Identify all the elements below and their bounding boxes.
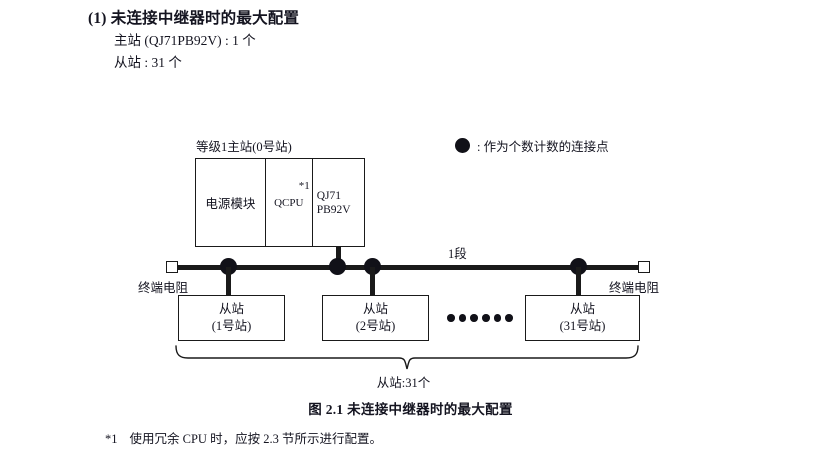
slave-station-2-title: 从站 <box>362 302 388 316</box>
module-qj71pb92v: QJ71 PB92V <box>313 159 364 246</box>
connection-dot-slave1 <box>220 258 237 275</box>
section-number: (1) <box>88 10 107 27</box>
drop-line-slave31 <box>576 267 581 296</box>
segment-label: 1段 <box>448 247 467 261</box>
footnote: *1 使用冗余 CPU 时，应按 2.3 节所示进行配置。 <box>105 428 382 447</box>
slave-count-text: 从站:31个 <box>376 376 431 390</box>
page-title: (1) 未连接中继器时的最大配置 <box>88 8 708 30</box>
module-power-supply: 电源模块 <box>196 159 266 246</box>
ellipsis-dot <box>482 314 490 322</box>
heading-block: (1) 未连接中继器时的最大配置 主站 (QJ71PB92V) : 1 个 从站… <box>88 8 708 74</box>
network-bus-line <box>168 264 650 270</box>
master-rack: 电源模块 QCPU *1 QJ71 PB92V <box>195 158 365 247</box>
module-qcpu: QCPU *1 <box>266 159 313 246</box>
terminating-resistor-right-label: 终端电阻 <box>609 281 660 295</box>
slave-station-31-number: (31号站) <box>559 319 606 333</box>
slave-station-1-number: (1号站) <box>211 319 252 333</box>
filled-circle-icon <box>455 138 470 153</box>
ellipsis-dot <box>458 314 467 322</box>
module-qj71pb92v-line1: QJ71 <box>316 189 342 202</box>
module-qcpu-label: QCPU <box>274 196 304 209</box>
connection-dot-slave31 <box>570 258 587 275</box>
slave-station-1-title: 从站 <box>218 302 244 316</box>
brace-icon <box>175 345 639 370</box>
terminating-resistor-left-icon <box>166 261 178 273</box>
ellipsis-dot <box>505 314 513 322</box>
ellipsis-dots-icon <box>447 314 513 322</box>
footnote-marker-1: *1 <box>298 180 310 192</box>
legend: : 作为个数计数的连接点 <box>455 136 609 155</box>
spec-line-master: 主站 (QJ71PB92V) : 1 个 <box>114 33 256 48</box>
slave-count-label: 从站:31个 <box>0 372 821 391</box>
legend-text: : 作为个数计数的连接点 <box>477 140 609 154</box>
drop-line-slave1 <box>226 267 231 296</box>
footnote-text: 使用冗余 CPU 时，应按 2.3 节所示进行配置。 <box>129 432 382 446</box>
footnote-marker: *1 <box>105 432 118 446</box>
figure-caption: 图 2.1 未连接中继器时的最大配置 <box>308 402 513 417</box>
slave-count-brace <box>172 345 642 371</box>
terminating-resistor-right-icon <box>638 261 650 273</box>
slave-station-box-31: 从站 (31号站) <box>525 295 640 341</box>
module-qj71pb92v-line2: PB92V <box>316 203 351 216</box>
module-power-supply-label: 电源模块 <box>205 197 256 211</box>
ellipsis-dot <box>493 314 502 322</box>
master-drop-line <box>335 247 341 268</box>
slave-station-31-title: 从站 <box>569 302 595 316</box>
module-qj71pb92v-label: QJ71 PB92V <box>313 189 364 217</box>
section-title-text: 未连接中继器时的最大配置 <box>110 10 300 27</box>
connection-dot-slave2 <box>364 258 381 275</box>
slave-station-2-number: (2号站) <box>355 319 396 333</box>
ellipsis-dot <box>470 314 478 322</box>
master-station-label: 等级1主站(0号站) <box>196 140 292 154</box>
slave-station-box-1: 从站 (1号站) <box>178 295 285 341</box>
slave-station-box-2: 从站 (2号站) <box>322 295 429 341</box>
terminating-resistor-left-label: 终端电阻 <box>138 281 189 295</box>
ellipsis-dot <box>447 314 455 322</box>
spec-line-slave: 从站 : 31 个 <box>114 55 182 70</box>
drop-line-slave2 <box>370 267 375 296</box>
connection-dot-master <box>329 258 346 275</box>
